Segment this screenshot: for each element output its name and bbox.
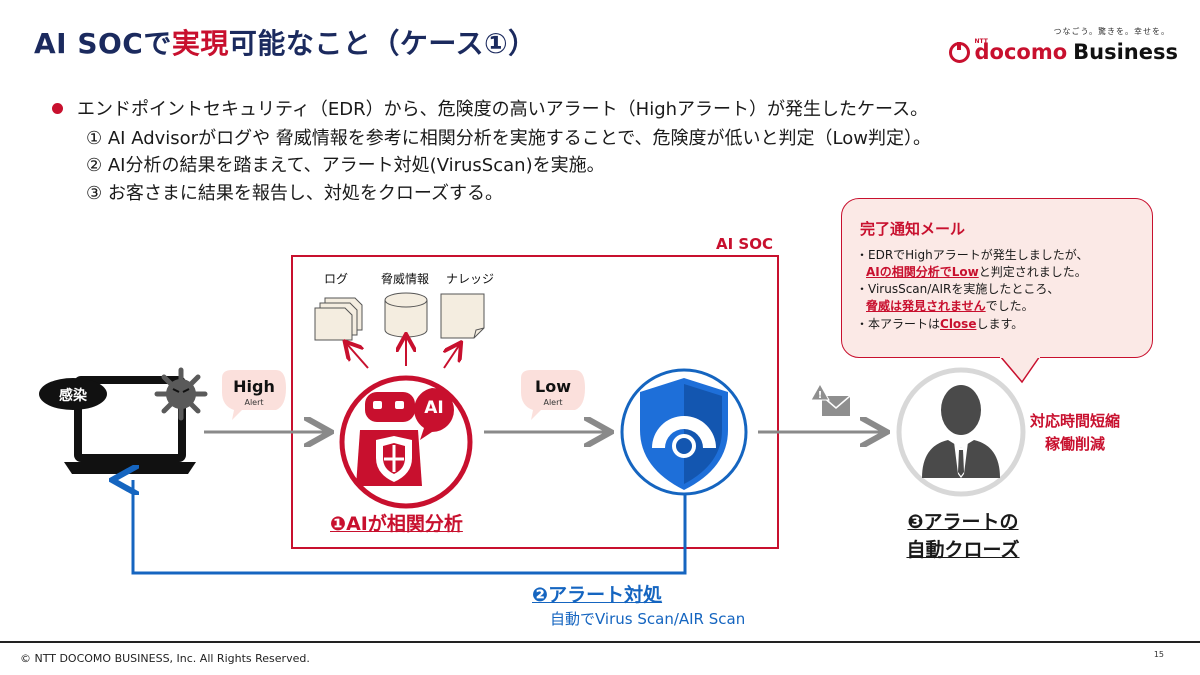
brand-logo: NTT docomo Business <box>949 38 1178 64</box>
completion-mail-callout <box>841 198 1153 358</box>
bullet-dot-icon <box>52 103 63 114</box>
infected-badge: 感染 <box>39 378 107 410</box>
step1-label: ❶AIが相関分析 <box>330 513 463 535</box>
callout-tail-cover <box>1000 356 1040 358</box>
callout-highlight-ai: AIの相関分析でLow <box>866 265 979 279</box>
svg-text:!: ! <box>818 390 823 401</box>
callout-line-2-rest: と判定されました。 <box>978 265 1087 279</box>
arrow-ai-to-knowledge <box>444 344 460 369</box>
step3-line-1: ❸アラートの <box>907 511 1019 533</box>
step2-label: ❷アラート対処 <box>532 584 663 606</box>
bullet-item-3: ③ お客さまに結果を報告し、対処をクローズする。 <box>86 183 503 204</box>
arrow-ai-to-log <box>346 343 369 369</box>
bullet-item-2: ② AI分析の結果を踏まえて、アラート対処(VirusScan)を実施。 <box>86 155 605 176</box>
knowledge-document-icon <box>440 293 485 339</box>
footer-copyright: © NTT DOCOMO BUSINESS, Inc. All Rights R… <box>20 652 310 665</box>
step3-label: ❸アラートの自動クローズ <box>868 508 1058 564</box>
bullet-item-1: ① AI Advisorがログや 脅威情報を参考に相関分析を実施することで、危険… <box>86 128 931 149</box>
callout-line-4-rest: でした。 <box>985 299 1034 313</box>
low-sub: Alert <box>543 398 562 407</box>
database-icon <box>384 292 428 338</box>
step3-line-2: 自動クローズ <box>906 539 1020 561</box>
callout-line-4: 脅威は発見されませんでした。 <box>866 297 1034 314</box>
log-document-icon <box>314 297 363 341</box>
title-highlight: 実現 <box>171 27 229 60</box>
low-alert-bubble: Low Alert <box>521 370 585 420</box>
callout-line-5-a: ・本アラートは <box>856 317 941 331</box>
callout-line-5: ・本アラートはCloseします。 <box>856 315 1023 332</box>
ai-robot-icon <box>339 375 473 509</box>
logo-ntt: NTT <box>974 38 988 45</box>
logo-ring-icon <box>949 41 971 63</box>
callout-line-5-b: します。 <box>976 317 1024 331</box>
log-label: ログ <box>324 272 348 286</box>
callout-line-3: ・VirusScan/AIRを実施したところ、 <box>856 282 1060 296</box>
mail-alert-icon: ! <box>810 382 851 416</box>
callout-line-2: AIの相関分析でLowと判定されました。 <box>866 263 1087 280</box>
ai-badge-label: AI <box>424 398 443 418</box>
callout-title: 完了通知メール <box>860 220 966 238</box>
footer-divider <box>0 641 1200 643</box>
threat-label: 脅威情報 <box>381 271 429 286</box>
logo-brand: docomo <box>974 40 1068 64</box>
knowledge-label: ナレッジ <box>446 272 494 286</box>
logo-business: Business <box>1073 40 1178 64</box>
callout-line-1: ・EDRでHighアラートが発生しましたが、 <box>856 248 1089 262</box>
benefit-line-2: 稼働削減 <box>1044 435 1105 453</box>
page-title: AI SOCで実現可能なこと（ケース①） <box>34 22 537 62</box>
shield-icon <box>620 368 748 496</box>
arrow-shield-to-laptop <box>133 480 687 575</box>
high-alert-bubble: High Alert <box>222 370 286 420</box>
bullet-main: エンドポイントセキュリティ（EDR）から、危険度の高いアラート（Highアラート… <box>52 95 928 121</box>
aisoc-frame <box>291 255 779 549</box>
callout-highlight-threat: 脅威は発見されません <box>866 299 986 313</box>
callout-highlight-close: Close <box>940 317 977 331</box>
benefit-label: 対応時間短縮稼働削減 <box>1010 410 1140 456</box>
benefit-line-1: 対応時間短縮 <box>1029 412 1120 430</box>
user-avatar-icon <box>896 367 1026 497</box>
high-sub: Alert <box>244 398 263 407</box>
title-part1: AI SOCで <box>34 27 172 60</box>
step2-sublabel: 自動でVirus Scan/AIR Scan <box>550 610 746 628</box>
virus-icon <box>154 367 208 421</box>
infected-label: 感染 <box>59 387 88 404</box>
bullet-main-text: エンドポイントセキュリティ（EDR）から、危険度の高いアラート（Highアラート… <box>77 99 929 120</box>
callout-tail <box>999 355 1041 384</box>
title-part2: 可能なこと（ケース①） <box>228 27 537 60</box>
logo-tagline: つなごう。驚きを。幸せを。 <box>1053 27 1170 36</box>
low-label: Low <box>535 377 571 396</box>
page-number: 15 <box>1153 650 1164 659</box>
high-label: High <box>233 377 275 396</box>
aisoc-label: AI SOC <box>716 235 773 253</box>
